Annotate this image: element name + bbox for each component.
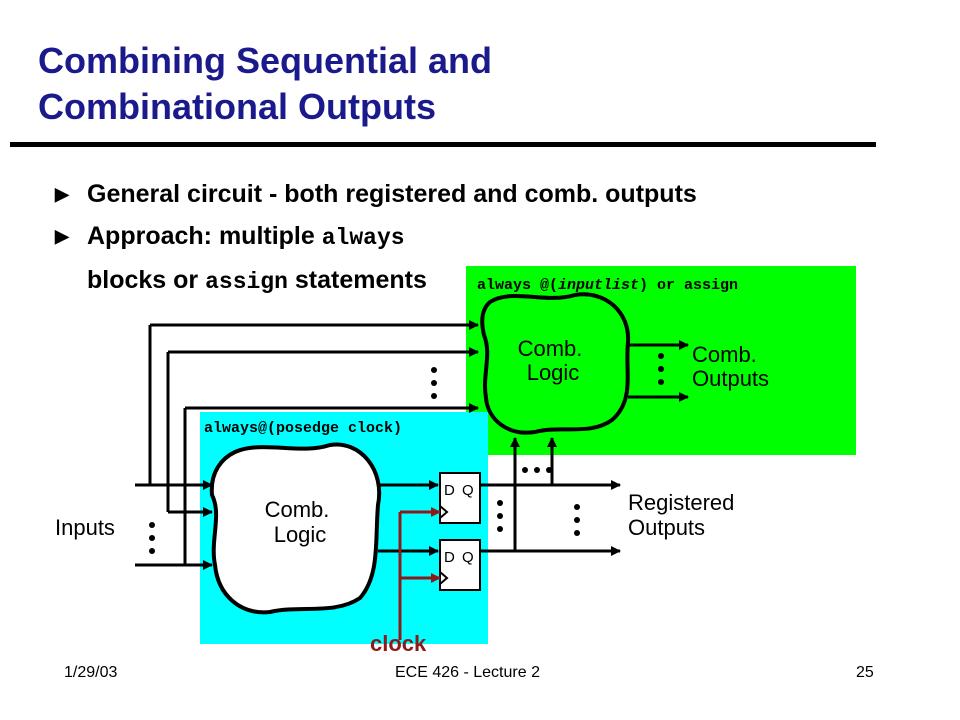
- clock-wire: [398, 507, 441, 640]
- title-line-2: Combinational Outputs: [38, 86, 436, 127]
- svg-text:D: D: [444, 482, 455, 499]
- comb-logic-blob: [480, 292, 631, 435]
- inputs-label: Inputs: [55, 515, 115, 540]
- green-block-label: always @(inputlist) or assign: [477, 277, 738, 294]
- footer-date: 1/29/03: [64, 664, 118, 681]
- svg-text:Q: Q: [462, 482, 474, 499]
- title-line-1: Combining Sequential and: [38, 40, 493, 81]
- bullet-2-prefix: Approach: multiple: [87, 222, 322, 250]
- seq-comb-logic-blob: [209, 442, 382, 615]
- slide-title: Combining Sequential and Combinational O…: [38, 38, 878, 130]
- seq-comb-logic-line1: Comb.: [265, 497, 330, 522]
- bullet-2-mid: blocks or: [87, 266, 206, 294]
- comb-logic-line1: Comb.: [518, 336, 583, 361]
- flip-flop-upper: D Q: [439, 472, 481, 524]
- seq-comb-logic-line2: Logic: [274, 522, 327, 547]
- comb-outputs-line2: Outputs: [692, 366, 769, 391]
- bullet-1-text: General circuit - both registered and co…: [87, 180, 697, 208]
- cyan-block-label: always@(posedge clock): [204, 420, 402, 437]
- registered-outputs-line2: Outputs: [628, 515, 705, 540]
- footer-course: ECE 426 - Lecture 2: [395, 664, 540, 681]
- comb-outputs-line1: Comb.: [692, 342, 757, 367]
- bullet-1: ▶ General circuit - both registered and …: [55, 173, 875, 215]
- registered-outputs-line1: Registered: [628, 490, 734, 515]
- comb-logic-line2: Logic: [527, 360, 580, 385]
- svg-text:D: D: [444, 549, 455, 566]
- code-always: always: [321, 225, 405, 251]
- flip-flop-lower: D Q: [439, 539, 481, 591]
- bullet-arrow-icon: ▶: [55, 226, 69, 246]
- footer-page-number: 25: [856, 664, 874, 681]
- input-wires: [135, 320, 479, 570]
- code-assign: assign: [205, 269, 288, 295]
- bullet-arrow-icon: ▶: [55, 184, 69, 204]
- svg-text:Q: Q: [462, 549, 474, 566]
- title-divider: [10, 142, 876, 147]
- clock-label: clock: [370, 631, 427, 656]
- bullet-list: ▶ General circuit - both registered and …: [55, 173, 875, 303]
- bullet-2: ▶ Approach: multiple always blocks or as…: [55, 215, 487, 303]
- bullet-2-suffix: statements: [287, 266, 427, 294]
- output-wires: [378, 340, 689, 556]
